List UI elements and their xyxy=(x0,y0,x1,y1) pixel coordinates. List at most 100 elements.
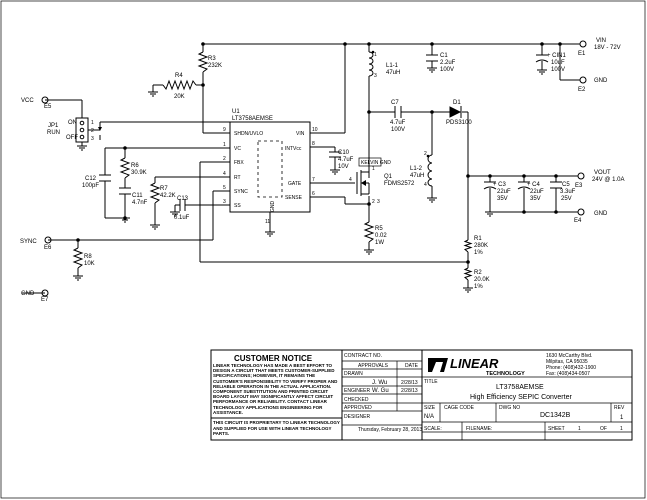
r4-value: 20K xyxy=(174,94,185,100)
q1-pin4: 4 xyxy=(349,177,352,183)
vcc-label: VCC xyxy=(21,98,34,104)
svg-text:TECHNOLOGY: TECHNOLOGY xyxy=(486,371,525,377)
pin-rt-num: 4 xyxy=(223,171,226,177)
pin-sense-num: 6 xyxy=(312,191,315,197)
c10-value2: 10V xyxy=(338,164,349,170)
jp1-ref: JP1 xyxy=(48,123,59,129)
c4-value: 22uF xyxy=(530,189,544,195)
title-label: TITLE xyxy=(424,379,438,385)
c11-ref: C11 xyxy=(132,193,143,199)
rev-value: 1 xyxy=(620,415,624,421)
dwg-label: DWG NO xyxy=(499,405,520,411)
r2-value: 20.0K xyxy=(474,277,490,283)
vout-rating: 24V @ 1.0A xyxy=(592,177,624,183)
c13-ref: C13 xyxy=(177,196,189,202)
pin-fbx-num: 2 xyxy=(223,156,226,162)
r5-value2: 1W xyxy=(375,240,384,246)
d1-value: PDS3100 xyxy=(446,120,472,126)
gnd-e7-label: GND xyxy=(21,291,35,297)
q1-value: FDMS2572 xyxy=(384,181,415,187)
r8-value: 10K xyxy=(84,261,95,267)
svg-text:LINEAR: LINEAR xyxy=(450,356,499,371)
d1-ref: D1 xyxy=(453,100,461,106)
l11-pin3: 3 xyxy=(374,73,377,79)
l11-value: 47uH xyxy=(386,70,400,76)
dwg-number: DC1342B xyxy=(540,412,571,419)
resistors xyxy=(72,51,473,281)
pin-shdn-num: 9 xyxy=(223,127,226,133)
c7-ref: C7 xyxy=(391,100,399,106)
q1-pin2: 2 xyxy=(372,199,375,205)
linear-logo: LINEAR TECHNOLOGY xyxy=(428,356,525,377)
pin-vc-num: 1 xyxy=(223,142,226,148)
jumper-jp1[interactable] xyxy=(75,117,102,143)
u1-name: LT3758AEMSE xyxy=(232,116,273,122)
gnd-e7-terminal xyxy=(41,289,49,297)
ground-symbols xyxy=(73,67,547,293)
of-value: 1 xyxy=(620,426,623,432)
c3-ref: + C3 xyxy=(493,182,507,188)
title-block: CUSTOMER NOTICE LINEAR TECHNOLOGY HAS MA… xyxy=(210,349,633,441)
c10-value: 4.7uF xyxy=(338,157,354,163)
c3-value2: 35V xyxy=(497,196,508,202)
r5-ref: R5 xyxy=(375,226,383,232)
r4-ref: R4 xyxy=(175,73,183,79)
q1-tag: KELVIN GND xyxy=(361,160,391,166)
vcc-terminal xyxy=(41,96,49,104)
vcc-ref: E5 xyxy=(44,104,52,110)
pin-intvcc-num: 8 xyxy=(312,141,315,147)
c1-value: 2.2uF xyxy=(440,60,456,66)
engineer-label: ENGINEER xyxy=(344,388,371,394)
drawing-subtitle: High Efficiency SEPIC Converter xyxy=(470,394,572,401)
c4-ref: + C4 xyxy=(527,182,541,188)
cin1-ref: + CIN1 xyxy=(547,53,567,59)
filename-label: FILENAME: xyxy=(466,426,492,432)
capacitors xyxy=(99,54,562,211)
c5-value: 3.3uF xyxy=(560,189,576,195)
l12-value: 47uH xyxy=(410,173,424,179)
terminals[interactable] xyxy=(41,40,587,297)
sync-terminal xyxy=(44,236,52,244)
sync-ref: E6 xyxy=(44,245,52,251)
q1-pin1: 1 xyxy=(372,166,375,172)
vout-terminal xyxy=(577,172,585,180)
drawn-date: 2/28/13 xyxy=(401,380,418,386)
pin-fbx: FBX xyxy=(234,160,244,166)
c5-value2: 25V xyxy=(561,196,572,202)
date-header: DATE xyxy=(405,363,419,369)
r7-value: 42.2K xyxy=(160,193,176,199)
pin-vin-num: 10 xyxy=(312,127,318,133)
r1-ref: R1 xyxy=(474,236,482,242)
approvals-header: APPROVALS xyxy=(358,363,389,369)
c12-value: 100pF xyxy=(82,183,99,189)
size-value: N/A xyxy=(424,414,434,420)
engineer-name: W. Gu xyxy=(372,388,389,394)
gnd-e4-terminal xyxy=(577,208,585,216)
jp1-pin3: 3 xyxy=(91,136,94,142)
jp1-name: RUN xyxy=(47,130,60,136)
gnd-e7-ref: E7 xyxy=(41,297,49,303)
r2-value2: 1% xyxy=(474,284,483,290)
of-label: OF xyxy=(600,426,607,432)
r6-ref: R6 xyxy=(131,163,139,169)
pin-intvcc: INTVcc xyxy=(285,146,302,152)
jp1-off: OFF xyxy=(66,135,78,141)
cage-label: CAGE CODE xyxy=(444,405,475,411)
sheet-value: 1 xyxy=(578,426,581,432)
jp1-pin1: 1 xyxy=(91,120,94,126)
q1-pin3: 3 xyxy=(377,199,380,205)
diode-d1 xyxy=(449,106,462,118)
drawn-label: DRAWN xyxy=(344,371,363,377)
notice-title: CUSTOMER NOTICE xyxy=(234,354,313,363)
l11-pin1: 1 xyxy=(374,52,377,58)
mosfet-q1 xyxy=(345,157,382,196)
pin-sync-num: 5 xyxy=(223,185,226,191)
r6-value: 30.9K xyxy=(131,170,147,176)
cin1-value: 10uF xyxy=(551,60,565,66)
inductors xyxy=(368,50,433,187)
vin-terminal xyxy=(579,40,587,48)
c5-ref: C5 xyxy=(562,182,570,188)
pin-shdn: SHDN/UVLO xyxy=(234,131,263,137)
pin-vc: VC xyxy=(234,146,241,152)
l12-pin2: 2 xyxy=(424,151,427,157)
